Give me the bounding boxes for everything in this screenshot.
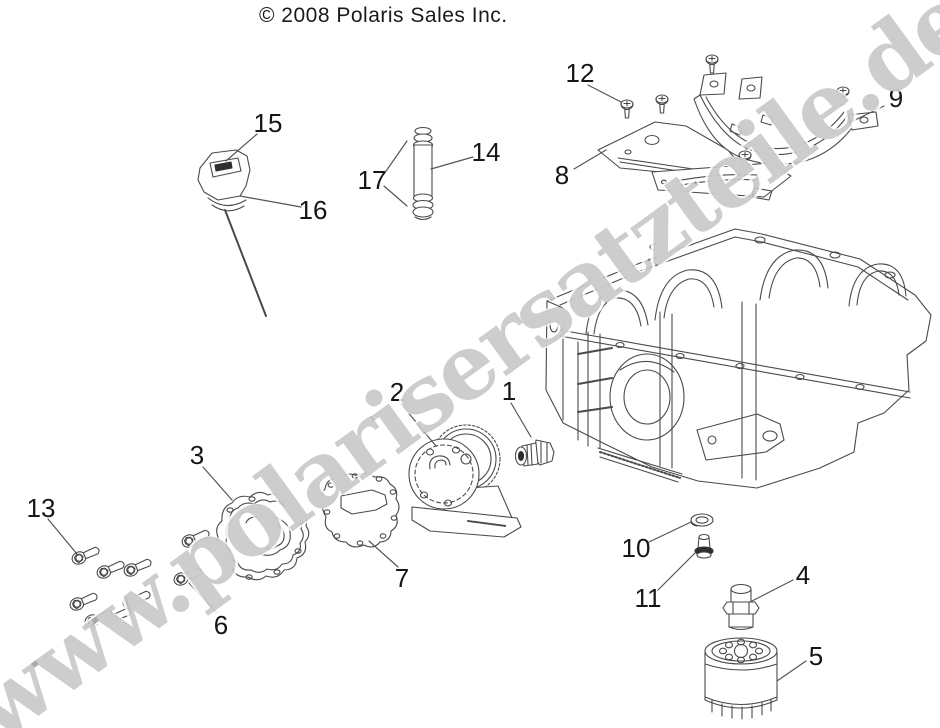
- callout-2: 2: [390, 377, 404, 407]
- flange-bolts-drawing: [69, 529, 210, 628]
- pump-cover-drawing: [216, 491, 310, 581]
- callout-13: 13: [27, 493, 56, 523]
- screws-drawing: [620, 54, 850, 170]
- callout-labels: 1 2 3 4 5 6 7 8 9 10 11 12 13 14 15 16 1…: [27, 58, 904, 671]
- callout-6: 6: [214, 610, 228, 640]
- callout-17: 17: [358, 165, 387, 195]
- oil-pump-drawing: [408, 424, 522, 538]
- callout-8: 8: [555, 160, 569, 190]
- mount-bracket-drawing: [597, 121, 792, 201]
- crankcase-drawing: [545, 228, 932, 489]
- leader-lines: [47, 84, 885, 682]
- oil-filter-drawing: [704, 637, 778, 720]
- filter-fitting-drawing: [722, 583, 760, 631]
- callout-10: 10: [622, 533, 651, 563]
- callout-4: 4: [796, 560, 810, 590]
- callout-14: 14: [472, 137, 501, 167]
- callout-16: 16: [299, 195, 328, 225]
- callout-11: 11: [635, 583, 662, 613]
- callout-3: 3: [190, 440, 204, 470]
- copyright-text: © 2008 Polaris Sales Inc.: [259, 4, 508, 27]
- oil-tube-drawing: [412, 126, 434, 221]
- gasket-drawing: [321, 472, 400, 548]
- drain-plug-drawing: [694, 533, 714, 559]
- callout-15: 15: [254, 108, 283, 138]
- heat-shield-drawing: [693, 72, 879, 165]
- callout-9: 9: [889, 83, 903, 113]
- pump-fitting-drawing: [514, 439, 555, 467]
- callout-1: 1: [502, 376, 516, 406]
- callout-5: 5: [809, 641, 823, 671]
- sealing-washer-drawing: [690, 513, 714, 527]
- callout-7: 7: [395, 563, 409, 593]
- dipstick-drawing: [197, 149, 267, 317]
- callout-12: 12: [566, 58, 595, 88]
